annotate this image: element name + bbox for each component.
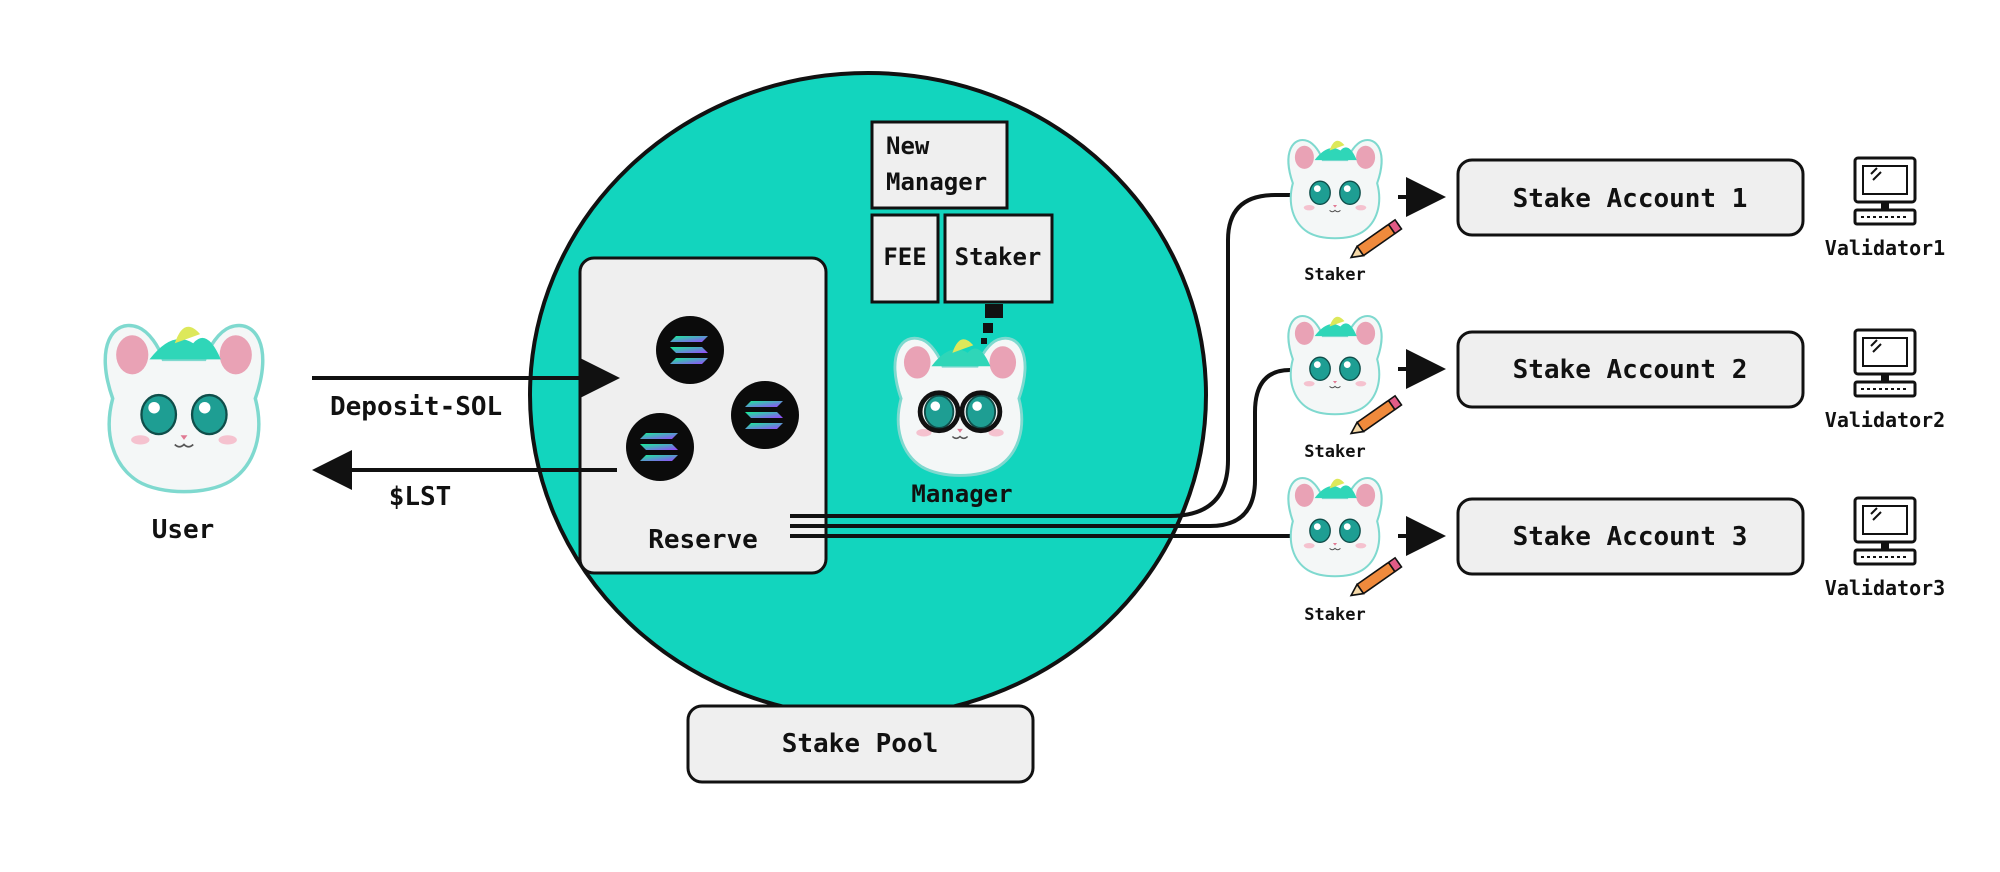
new-manager-label-line1: New [886, 132, 930, 160]
manager-label: Manager [911, 480, 1012, 508]
staker-row-3: Staker Stake Account 3 Validator3 [1287, 477, 1945, 625]
cat-mascot-with-glasses-icon [893, 336, 1027, 477]
stake-account-label: Stake Account 1 [1513, 184, 1748, 214]
validator-label: Validator2 [1825, 408, 1945, 432]
staker-mascot-icon [1287, 477, 1383, 578]
stake-pool-label-box [686, 704, 1035, 784]
staker-label: Staker [1304, 265, 1365, 285]
stake-account-box [1456, 497, 1805, 576]
new-manager-label-line2: Manager [886, 168, 987, 196]
thought-dot [983, 323, 993, 333]
computer-icon [1853, 156, 1917, 226]
lst-label: $LST [389, 482, 452, 512]
reserve-box [578, 256, 828, 575]
staker-role-box [943, 213, 1054, 304]
stake-account-box [1456, 158, 1805, 237]
thought-dot [985, 304, 1003, 318]
deposit-sol-label: Deposit-SOL [330, 392, 502, 422]
staker-row-2: Staker Stake Account 2 Validator2 [1287, 315, 1945, 462]
delegation-line-1 [790, 193, 1290, 518]
stake-account-label: Stake Account 3 [1513, 522, 1748, 552]
user-mascot-icon [103, 323, 265, 494]
staker-label: Staker [1304, 605, 1365, 625]
solana-logo-icon [626, 413, 694, 481]
validator-label: Validator3 [1825, 576, 1945, 600]
staker-mascot-icon [1287, 315, 1383, 416]
validator-label: Validator1 [1825, 236, 1945, 260]
staker-label: Staker [1304, 442, 1365, 462]
stake-account-box [1456, 330, 1805, 409]
fee-box [870, 213, 940, 304]
thought-dot [981, 338, 987, 344]
solana-logo-icon [731, 381, 799, 449]
solana-logo-icon [656, 316, 724, 384]
reserve-label: Reserve [648, 525, 758, 555]
delegation-line-2 [790, 368, 1291, 528]
staker-role-label: Staker [955, 243, 1042, 271]
staker-row-1: Staker Stake Account 1 Validator1 [1287, 139, 1945, 285]
user-label: User [152, 515, 215, 545]
fee-label: FEE [883, 243, 926, 271]
stake-account-label: Stake Account 2 [1513, 355, 1748, 385]
computer-icon [1853, 496, 1917, 566]
staker-mascot-icon [1287, 139, 1383, 240]
computer-icon [1853, 328, 1917, 398]
stake-pool-label: Stake Pool [782, 729, 939, 759]
new-manager-box [870, 120, 1009, 210]
